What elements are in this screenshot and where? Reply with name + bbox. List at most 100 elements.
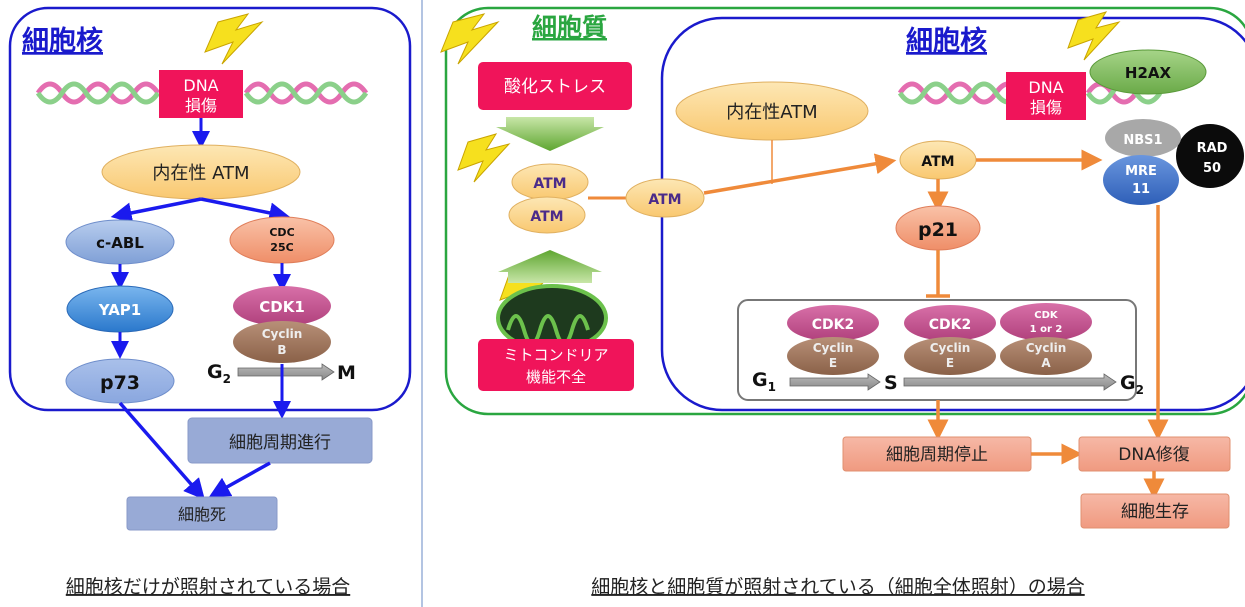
cdk12-label-1: CDK: [1034, 310, 1059, 321]
nbs1-label: NBS1: [1123, 133, 1162, 148]
mre11-node: [1103, 155, 1179, 205]
intrinsic-atm-label: 内在性 ATM: [152, 163, 249, 184]
g2-main: G: [207, 361, 223, 383]
nucleus-lightning-icon: [1067, 11, 1121, 61]
g2-m-arrow: [237, 363, 335, 381]
cyclin-e-a-node: [787, 337, 879, 375]
mre11-label-2: 11: [1132, 182, 1150, 197]
cdk1-label: CDK1: [259, 298, 305, 316]
cytoplasm-lightning-icon: [440, 13, 500, 65]
mito-dysfunction-label-1: ミトコンドリア: [503, 346, 608, 364]
dna-damage-box: [159, 70, 243, 118]
mre11-label-1: MRE: [1125, 164, 1157, 179]
green-up-arrow: [498, 250, 602, 283]
cell-cycle-progress-label: 細胞周期進行: [229, 433, 331, 453]
right-dna-damage-label-2: 損傷: [1030, 98, 1062, 117]
dna-helix-icon: [35, 81, 369, 105]
atm-top-label: ATM: [533, 176, 566, 192]
cdk2-b-node: [904, 305, 996, 341]
atm-mid-node: [625, 178, 705, 218]
s-g2-arrow: [903, 373, 1117, 391]
right-dna-damage-label-1: DNA: [1028, 78, 1063, 97]
cyclin-e-b-node: [904, 337, 996, 375]
arrow-atm-to-cabl: [110, 197, 202, 224]
right-intrinsic-atm-label: 内在性ATM: [726, 102, 817, 123]
cdk12-label-2: 1 or 2: [1030, 324, 1063, 335]
cyclin-a-label-2: A: [1041, 356, 1051, 370]
cdk2-b-label: CDK2: [929, 317, 972, 333]
g2-sub: 2: [223, 372, 231, 386]
right-dna-damage-box: [1006, 72, 1086, 120]
dna-repair-label: DNA修復: [1118, 445, 1189, 465]
cell-death-label: 細胞死: [178, 505, 226, 524]
g1-sub: 1: [768, 380, 776, 394]
dna-damage-label-1: DNA: [183, 76, 218, 95]
cyclin-e-a-label-2: E: [829, 356, 837, 370]
cdc25c-node: [229, 216, 335, 264]
g2-label: G2: [207, 361, 231, 386]
cytoplasm-title: 細胞質: [532, 13, 607, 42]
right-caption: 細胞核と細胞質が照射されている（細胞全体照射）の場合: [591, 576, 1084, 598]
right-panel: 細胞質 細胞核 酸化ストレス ATM ATM ATM ミトコンドリア 機能不全: [440, 6, 1245, 598]
arrow-atm-to-cdc25c: [200, 197, 291, 224]
c-abl-label: c-ABL: [96, 234, 144, 252]
cdk1-node: [233, 286, 331, 326]
cdc25c-label-2: 25C: [270, 241, 293, 254]
nbs1-node: [1105, 119, 1181, 157]
p73-label: p73: [100, 372, 140, 394]
oxidative-stress-box: [478, 62, 632, 110]
cyclin-b-node: [233, 321, 331, 363]
cell-death-box: [126, 496, 278, 531]
mito-dysfunction-box: [478, 339, 634, 391]
cell-cycle-progress-box: [187, 417, 373, 464]
h2ax-node: [1089, 49, 1207, 95]
oxidative-stress-label: 酸化ストレス: [504, 77, 606, 97]
rad50-label-2: 50: [1203, 161, 1221, 176]
cdk2-a-label: CDK2: [812, 317, 855, 333]
cyclin-a-label-1: Cyclin: [1026, 341, 1067, 355]
cyclin-e-b-label-2: E: [946, 356, 954, 370]
rad50-node: [1176, 124, 1244, 188]
green-down-arrow: [496, 117, 604, 151]
left-panel: 細胞核 DNA 損傷 内在性 ATM c-ABL CDC 25C YAP1 CD: [8, 6, 412, 598]
right-g2-sub: 2: [1136, 383, 1144, 397]
g1-s-arrow: [789, 373, 881, 391]
right-g2-label: G2: [1120, 372, 1144, 397]
cyclin-b-label-1: Cyclin: [262, 327, 303, 341]
cell-cycle-arrest-label: 細胞周期停止: [886, 445, 988, 465]
left-nucleus-title: 細胞核: [22, 25, 103, 57]
h2ax-label: H2AX: [1125, 64, 1172, 82]
atm-mid-label: ATM: [648, 192, 681, 208]
m-label: M: [337, 362, 356, 384]
atm-bottom-label: ATM: [530, 209, 563, 225]
right-nucleus-title: 細胞核: [906, 25, 987, 57]
cytoplasm-border: [444, 6, 1245, 416]
cyclin-b-label-2: B: [277, 343, 286, 357]
p21-label: p21: [918, 219, 958, 241]
cdk2-a-node: [787, 305, 879, 341]
dna-damage-label-2: 損傷: [185, 96, 217, 115]
arrow-p73-to-death: [118, 401, 205, 500]
g1-label: G1: [752, 369, 776, 394]
atm-nuc-label: ATM: [921, 154, 954, 170]
right-g2-main: G: [1120, 372, 1136, 394]
atm-lightning-icon: [457, 133, 511, 183]
atm-bottom-node: [508, 196, 586, 234]
arrow-progress-to-death: [208, 461, 271, 498]
left-nucleus-border: [8, 6, 412, 412]
g1-main: G: [752, 369, 768, 391]
cdk12-node: [1000, 303, 1092, 341]
s-label: S: [884, 372, 898, 394]
cdc25c-label-1: CDC: [269, 226, 294, 239]
cell-survival-box: [1080, 493, 1230, 529]
cyclin-a-node: [1000, 337, 1092, 375]
left-caption: 細胞核だけが照射されている場合: [66, 576, 350, 598]
mito-dysfunction-label-2: 機能不全: [526, 368, 586, 386]
arrow-atm-mid-to-atm-nuc: [703, 153, 897, 195]
rad50-label-1: RAD: [1197, 141, 1228, 156]
cell-survival-label: 細胞生存: [1121, 502, 1189, 522]
yap1-label: YAP1: [98, 301, 141, 319]
radiation-lightning-icon: [204, 13, 264, 65]
cyclin-e-a-label-1: Cyclin: [813, 341, 854, 355]
